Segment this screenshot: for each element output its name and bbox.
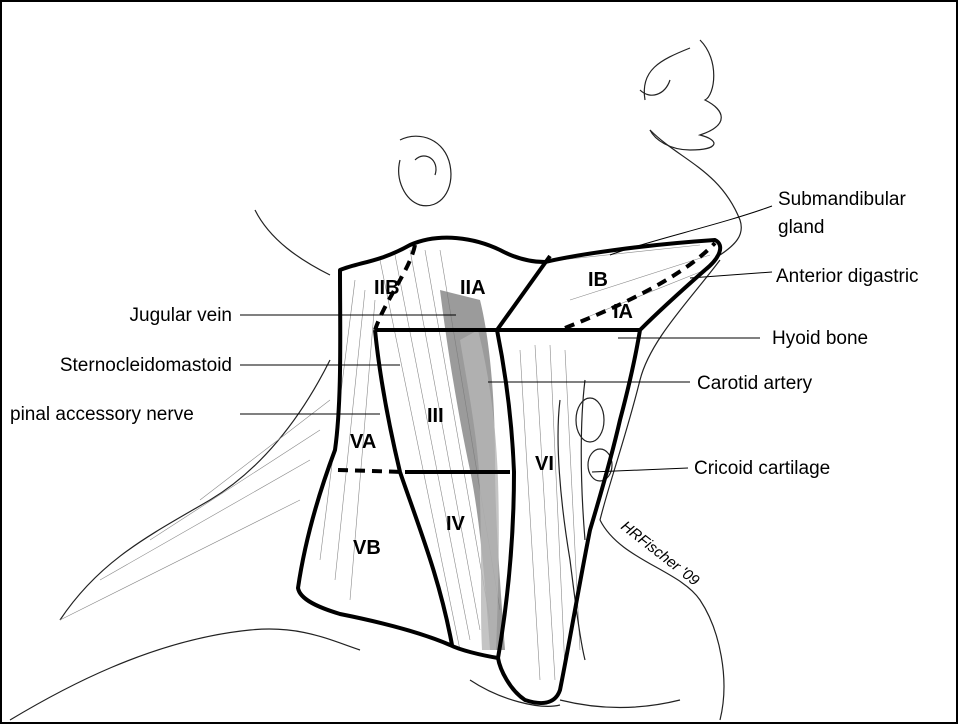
- label-anterior-digastric: Anterior digastric: [776, 266, 919, 287]
- zone-label-IIA: IIA: [460, 277, 486, 299]
- artist-signature: HRFischer '09: [618, 518, 703, 590]
- label-jugular-vein: Jugular vein: [130, 305, 232, 326]
- label-spinal-accessory-nerve: pinal accessory nerve: [10, 404, 194, 425]
- zone-label-IIB: IIB: [374, 277, 400, 299]
- zone-label-IB: IB: [588, 269, 608, 291]
- label-carotid-artery: Carotid artery: [697, 373, 813, 394]
- zone-label-III: III: [427, 405, 444, 427]
- label-submandibular-gland-1: Submandibular: [778, 189, 906, 210]
- zone-boundaries: [298, 238, 720, 703]
- zone-label-VI: VI: [535, 453, 554, 475]
- label-sternocleidomastoid: Sternocleidomastoid: [60, 355, 232, 376]
- label-submandibular-gland-2: gland: [778, 217, 825, 238]
- label-cricoid-cartilage: Cricoid cartilage: [694, 458, 830, 479]
- zone-label-VB: VB: [353, 537, 381, 559]
- zone-label-IV: IV: [446, 513, 466, 535]
- zone-label-IA: IA: [613, 301, 633, 323]
- trachea-sketch: [558, 380, 612, 660]
- label-hyoid-bone: Hyoid bone: [772, 328, 868, 349]
- zone-label-VA: VA: [350, 431, 376, 453]
